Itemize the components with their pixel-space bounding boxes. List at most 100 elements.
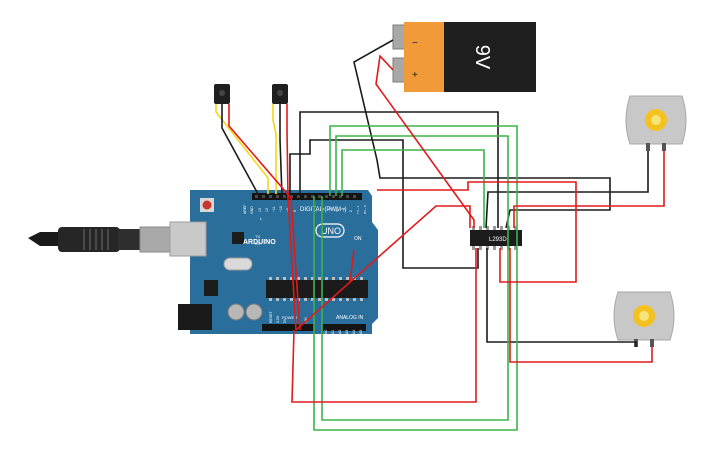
atmega-chip	[266, 280, 368, 298]
wire-black-sensor-right	[279, 104, 283, 197]
reset-pin-label: RESET	[269, 310, 273, 323]
pin-label-10: ~10	[279, 206, 283, 212]
usb-plug-grips	[83, 229, 109, 250]
pin-label-11: ~11	[272, 206, 276, 212]
wire-red-chip-power	[291, 248, 477, 403]
rx-led-label: RX	[255, 241, 261, 246]
usb-b-port	[169, 221, 207, 257]
battery-orange-band	[404, 22, 444, 92]
pin-label-a3: A3	[345, 330, 349, 334]
pin-label-1: TX→1	[356, 205, 360, 214]
ir-sensor-left[interactable]	[214, 84, 230, 104]
wire-green-middle	[321, 135, 509, 421]
red-wires	[228, 54, 665, 403]
pin-label-4: 4	[335, 210, 339, 212]
wire-black-motor-top	[485, 151, 649, 229]
dc-motor-top-terminal-2	[662, 143, 666, 151]
yellow-wires	[215, 104, 277, 194]
3v3-pin-label: 3.3V	[276, 315, 280, 323]
battery-9v[interactable]: − + 9V	[392, 22, 536, 92]
dc-motor-bottom-terminal-2	[650, 339, 654, 347]
pin-label-0: RX←0	[363, 205, 367, 214]
ir-sensor-left-lens	[219, 90, 225, 96]
analog-pin-header[interactable]	[322, 324, 366, 331]
dc-power-jack	[178, 304, 212, 330]
pin-label-2: 2	[349, 210, 353, 212]
wire-black-motor-bottom	[486, 248, 637, 347]
wire-yellow-right	[272, 104, 277, 194]
usb-plug-neck	[118, 229, 142, 250]
wire-black-battery	[353, 39, 611, 229]
on-led-label: ON	[354, 236, 362, 242]
wire-red-arduino-short	[349, 249, 355, 283]
ir-sensor-right[interactable]	[272, 84, 288, 104]
pin-label-13: 13	[258, 208, 262, 212]
wire-red-motor-bottom	[509, 248, 653, 363]
dc-motor-bottom[interactable]	[613, 291, 675, 347]
pin-label-a1: A1	[331, 330, 335, 334]
wire-red-sensor-left	[228, 104, 301, 331]
pin-label-8: 8	[293, 210, 297, 212]
wire-black-chip-gnd	[289, 139, 479, 269]
pin-label-a4: A4	[352, 330, 356, 334]
dc-motor-top[interactable]	[625, 95, 687, 151]
uno-model-label: UNO	[321, 226, 341, 236]
l293d-driver-chip[interactable]: L293D	[470, 226, 522, 250]
battery-black-body	[444, 22, 536, 92]
pin-label-12: 12	[265, 208, 269, 212]
power-header-label: POWER	[282, 315, 297, 320]
l293d-label: L293D	[489, 237, 507, 243]
arduino-brand-label: ARDUINO	[243, 239, 276, 246]
usb-plug-metal	[139, 226, 173, 253]
digital-header-label: DIGITAL (PWM~)	[300, 207, 347, 213]
l293d-body	[470, 230, 522, 246]
vin-pin-label: VIN	[304, 317, 308, 323]
wire-green-inner	[341, 149, 485, 228]
pin-label-5: ~5	[328, 208, 332, 212]
usb-chip	[232, 232, 244, 244]
reset-button[interactable]	[202, 200, 212, 210]
pin-label-a0: A0	[324, 330, 328, 334]
wire-yellow-left	[215, 104, 269, 194]
tx-led-label: TX	[255, 234, 260, 239]
analog-header-label: ANALOG IN	[336, 315, 364, 321]
arduino-uno-board[interactable]: DIGITAL (PWM~) ARDUINO UNO ON TX RX L PO…	[169, 190, 378, 334]
pin-label-7: 7	[314, 210, 318, 212]
gnd-pin-label: GND	[250, 206, 254, 214]
l-led-label: L	[260, 216, 263, 221]
wire-red-sensor-right	[286, 104, 297, 331]
capacitor-1	[227, 303, 245, 321]
uno-logo-frame	[315, 223, 345, 238]
pin-label-a2: A2	[338, 330, 342, 334]
dc-motor-top-terminal-1	[646, 143, 650, 151]
dc-motor-top-shaft	[651, 115, 661, 125]
wire-green-outer	[313, 125, 518, 431]
pin-label-3: ~3	[342, 208, 346, 212]
wire-red-motor-top	[513, 151, 665, 228]
green-wires	[313, 125, 518, 431]
aref-pin-label: AREF	[243, 205, 247, 214]
wire-red-battery	[375, 54, 475, 228]
dc-motor-bottom-shaft	[639, 311, 649, 321]
pin-label-a5: A5	[359, 330, 363, 334]
atmega-pins	[269, 277, 363, 301]
pin-label-6: ~6	[321, 208, 325, 212]
analog-pin-labels: A0 A1 A2 A3 A4 A5	[324, 330, 363, 334]
digital-pin-holes	[255, 195, 356, 198]
power-pin-labels: RESET 3.3V 5V VIN	[269, 310, 308, 323]
power-pin-header[interactable]	[262, 324, 314, 331]
battery-voltage-label: 9V	[471, 45, 493, 70]
battery-plus-label: +	[412, 70, 418, 81]
crystal-oscillator	[223, 257, 253, 271]
usb-cable-tail	[28, 232, 60, 246]
wire-red-loop-right	[377, 181, 577, 283]
5v-pin-label: 5V	[283, 318, 287, 323]
battery-minus-label: −	[412, 38, 418, 49]
capacitor-2	[245, 303, 263, 321]
wire-red-arduino-5v	[295, 205, 471, 331]
black-wires	[221, 39, 649, 347]
wire-black-sensor-left	[221, 104, 259, 195]
voltage-regulator	[204, 280, 218, 296]
ir-sensor-right-lens	[277, 90, 283, 96]
